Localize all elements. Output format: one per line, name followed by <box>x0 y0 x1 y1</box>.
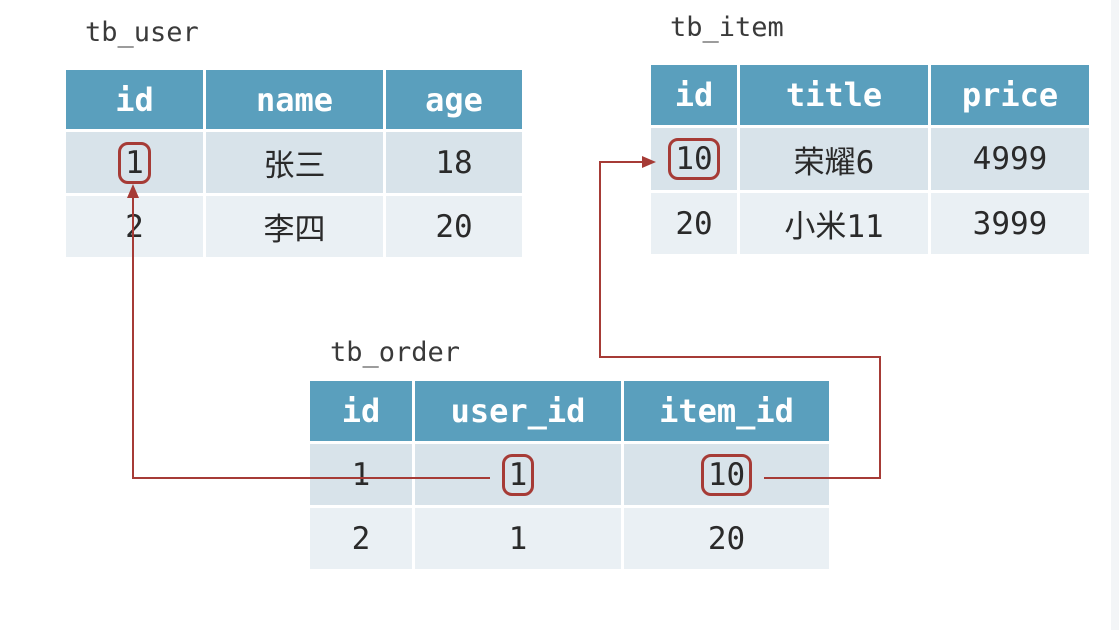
tb-item-cell: 20 <box>651 193 737 254</box>
tb-item-id-highlight: 10 <box>668 138 720 180</box>
tb-item-title: tb_item <box>670 12 784 43</box>
tb-order-user-id-highlight: 1 <box>501 453 535 496</box>
tb-item-cell: 3999 <box>931 193 1089 254</box>
tb-user-cell: 20 <box>386 196 522 257</box>
tb-order-cell: 2 <box>310 508 412 569</box>
tb-user-id-highlight: 1 <box>118 141 151 184</box>
tb-item-cell: 荣耀6 <box>740 128 928 190</box>
tb-user-header-name: name <box>206 70 383 129</box>
tb-item-header-price: price <box>931 65 1089 125</box>
tb-item-table: id title price 10 荣耀6 4999 20 小米11 3999 <box>651 65 1089 254</box>
tb-item-cell: 4999 <box>931 128 1089 190</box>
tb-order-cell: 1 <box>310 444 412 505</box>
tb-user-table: id name age 1 张三 18 2 李四 20 <box>66 70 522 257</box>
tb-order-item-id-highlight: 10 <box>700 453 753 496</box>
tb-order-cell: 1 <box>415 508 621 569</box>
tb-order-cell: 1 <box>415 444 621 505</box>
tb-user-cell: 2 <box>66 196 203 257</box>
tb-order-header-user-id: user_id <box>415 381 621 441</box>
tb-order-cell: 10 <box>624 444 829 505</box>
tb-user-cell: 1 <box>66 132 203 193</box>
tb-order-table: id user_id item_id 1 1 10 2 1 20 <box>310 381 829 569</box>
tb-user-cell: 李四 <box>206 196 383 257</box>
tb-item-header-id: id <box>651 65 737 125</box>
tb-user-header-id: id <box>66 70 203 129</box>
tb-user-cell: 张三 <box>206 132 383 193</box>
tb-order-header-id: id <box>310 381 412 441</box>
tb-item-header-title: title <box>740 65 928 125</box>
tb-user-cell: 18 <box>386 132 522 193</box>
tb-order-title: tb_order <box>330 337 461 368</box>
tb-order-cell: 20 <box>624 508 829 569</box>
tb-user-title: tb_user <box>85 17 199 48</box>
tb-user-header-age: age <box>386 70 522 129</box>
right-edge-strip <box>1111 0 1119 630</box>
tb-item-cell: 小米11 <box>740 193 928 254</box>
tb-item-cell: 10 <box>651 128 737 190</box>
tb-order-header-item-id: item_id <box>624 381 829 441</box>
